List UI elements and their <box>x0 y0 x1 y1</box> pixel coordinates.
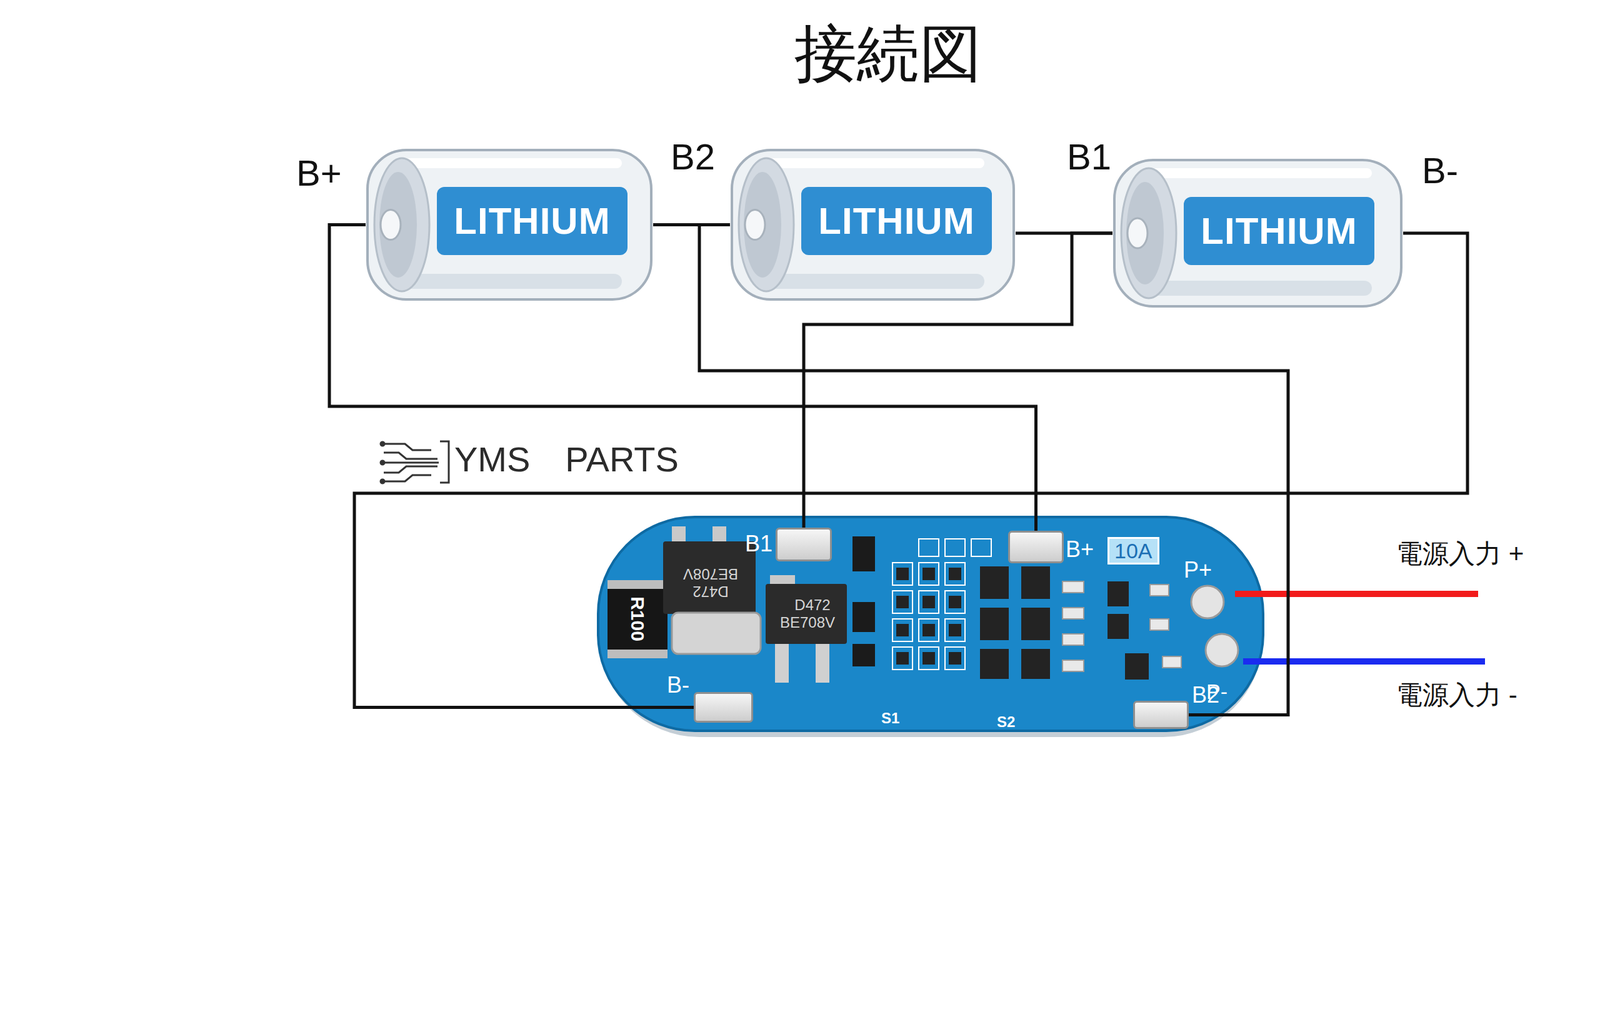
part-marking: BE708V <box>780 613 835 632</box>
battery-label-holder: LITHIUM <box>801 186 992 255</box>
terminal-name-holder: B- <box>1421 150 1459 192</box>
part-marking-holder: BE708V <box>683 565 739 583</box>
battery-label: LITHIUM <box>818 200 975 242</box>
terminal-name: B1 <box>1066 136 1112 179</box>
part-marking: R100 <box>626 596 649 642</box>
watermark: YMS PARTS <box>454 439 679 480</box>
silkscreen-label: S1 <box>881 709 900 727</box>
pad-label-holder: B2 <box>1191 681 1220 708</box>
rating-badge-holder: 10A <box>1107 536 1160 565</box>
pad-label-holder: B- <box>666 671 690 698</box>
part-marking-holder: BE708V <box>780 613 835 632</box>
power-input-label: 電源入力 + <box>1396 538 1524 569</box>
watermark-holder: YMS PARTS <box>454 439 679 480</box>
terminal-name: B+ <box>296 152 342 195</box>
solder-pad: B1 <box>775 527 832 562</box>
terminal-label-holder: P+ <box>1183 556 1212 583</box>
power-plus-wire <box>1235 590 1479 597</box>
wire <box>699 225 1289 715</box>
battery-cell: LITHIUM <box>1112 158 1404 309</box>
battery-cell: LITHIUM <box>730 148 1016 302</box>
diagram-title-holder: 接続図 <box>794 16 982 92</box>
logo-icon <box>380 441 449 484</box>
battery-cell: LITHIUM <box>365 148 654 302</box>
part-marking-holder: R100 <box>626 596 649 642</box>
pad-label: B+ <box>1065 536 1094 562</box>
pad-label-holder: B+ <box>1065 536 1094 562</box>
terminal-name-holder: B1 <box>1066 136 1112 179</box>
pad-label-holder: B1 <box>745 530 773 557</box>
part-marking-holder: D472 <box>692 582 729 600</box>
terminal-name-holder: B+ <box>296 152 342 195</box>
silkscreen-label-holder: S2 <box>996 713 1015 731</box>
pad-label: B- <box>666 671 690 698</box>
wire <box>803 233 1113 528</box>
power-input-label-holder: 電源入力 + <box>1396 538 1524 569</box>
wire <box>354 233 1468 708</box>
battery-label-holder: LITHIUM <box>436 186 628 255</box>
power-input-label-holder: 電源入力 - <box>1396 680 1518 710</box>
terminal-name-holder: B2 <box>670 136 715 179</box>
power-input-label: 電源入力 - <box>1396 680 1518 710</box>
power-minus-wire <box>1243 658 1485 665</box>
solder-pad: B+ <box>1008 530 1064 564</box>
solder-pad: B- <box>693 691 754 723</box>
terminal-name: B2 <box>670 136 715 179</box>
battery-label: LITHIUM <box>453 200 610 242</box>
silkscreen-label-holder: S1 <box>881 709 900 727</box>
rating-badge: 10A <box>1107 536 1160 565</box>
diagram-title: 接続図 <box>794 16 982 92</box>
bms-board: 10AP+P-S1S2B1B+B-B2 <box>596 515 1266 737</box>
terminal-label: P+ <box>1183 556 1212 583</box>
part-marking-holder: D472 <box>794 596 830 614</box>
resistor-symbol <box>607 580 668 659</box>
pad-label: B1 <box>745 530 773 557</box>
silkscreen-label: S2 <box>996 713 1015 731</box>
battery-label: LITHIUM <box>1200 210 1357 252</box>
mosfet-symbol <box>663 526 847 683</box>
solder-pad: B2 <box>1133 700 1189 729</box>
wire <box>329 225 1037 532</box>
part-marking: D472 <box>794 596 830 614</box>
terminal-name: B- <box>1421 150 1459 192</box>
battery-label-holder: LITHIUM <box>1183 196 1375 265</box>
part-marking: D472 <box>692 582 729 600</box>
output-pads <box>1191 585 1239 667</box>
pad-label: B2 <box>1191 681 1220 708</box>
part-marking: BE708V <box>683 565 739 583</box>
